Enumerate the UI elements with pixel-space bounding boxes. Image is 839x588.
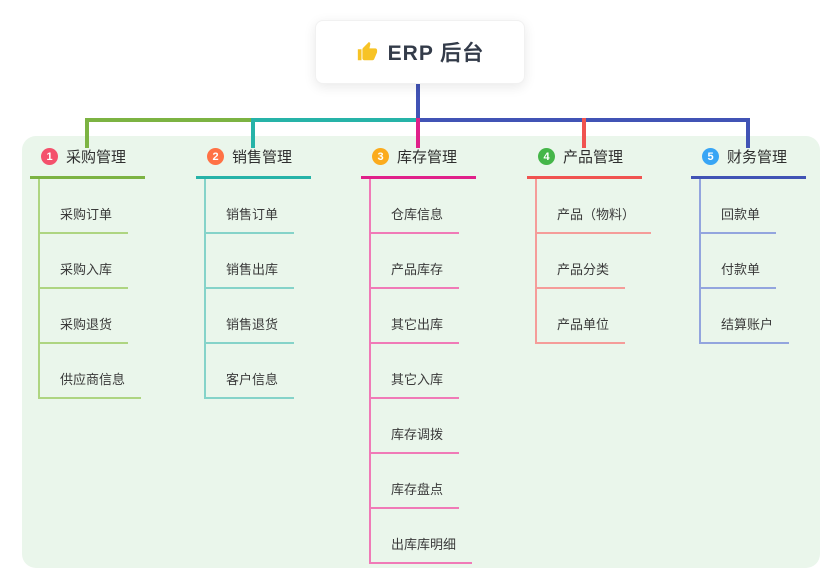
branch-number-badge: 1 — [41, 148, 58, 165]
item-label: 其它出库 — [369, 314, 460, 344]
branch-3-item-4[interactable]: 其它入库 — [369, 344, 521, 399]
item-label: 供应商信息 — [38, 369, 142, 399]
branch-5-header[interactable]: 5 财务管理 — [691, 146, 806, 179]
branch-label: 销售管理 — [232, 149, 293, 166]
branch-1-item-2[interactable]: 采购入库 — [38, 234, 190, 289]
branch-1-item-3[interactable]: 采购退货 — [38, 289, 190, 344]
item-label: 客户信息 — [204, 369, 295, 399]
item-label: 产品分类 — [535, 259, 626, 289]
branch-4-header[interactable]: 4 产品管理 — [527, 146, 642, 179]
branch-items: 回款单付款单结算账户 — [699, 179, 839, 344]
root-title: ERP 后台 — [387, 42, 485, 65]
thumbs-up-icon — [356, 41, 378, 63]
branch-4: 4 产品管理 产品（物料） 产品分类产品单位 — [527, 146, 687, 344]
branch-2-item-4[interactable]: 客户信息 — [204, 344, 356, 399]
branch-items: 仓库信息产品库存其它出库其它入库库存调拨库存盘点出库库明细 — [369, 179, 521, 564]
branch-5-item-1[interactable]: 回款单 — [699, 179, 839, 234]
item-label: 付款单 — [699, 259, 777, 289]
branch-label: 库存管理 — [397, 149, 458, 166]
branch-items-connector — [204, 179, 206, 399]
branch-4-item-3[interactable]: 产品单位 — [535, 289, 687, 344]
item-label: 采购退货 — [38, 314, 129, 344]
root-node[interactable]: ERP 后台 — [315, 20, 525, 84]
branch-items-connector — [369, 179, 371, 564]
branch-5-item-2[interactable]: 付款单 — [699, 234, 839, 289]
branch-1-item-1[interactable]: 采购订单 — [38, 179, 190, 234]
item-label: 产品单位 — [535, 314, 626, 344]
branch-items: 销售订单销售出库销售退货客户信息 — [204, 179, 356, 399]
branch-2-item-3[interactable]: 销售退货 — [204, 289, 356, 344]
branch-items-connector — [38, 179, 40, 399]
branch-5: 5 财务管理 回款单付款单结算账户 — [691, 146, 839, 344]
branch-2-connector — [251, 118, 255, 148]
item-label: 销售退货 — [204, 314, 295, 344]
bus-segment-mid — [253, 118, 416, 122]
branch-3-item-2[interactable]: 产品库存 — [369, 234, 521, 289]
item-label: 仓库信息 — [369, 204, 460, 234]
branch-1: 1 采购管理 采购订单采购入库采购退货供应商信息 — [30, 146, 190, 399]
branches-panel — [22, 136, 820, 568]
branch-items-connector — [699, 179, 701, 344]
branch-3-header[interactable]: 3 库存管理 — [361, 146, 476, 179]
item-label: 产品（物料） — [535, 204, 652, 234]
item-label: 结算账户 — [699, 314, 790, 344]
branch-label: 采购管理 — [66, 149, 127, 166]
item-label: 采购订单 — [38, 204, 129, 234]
branch-1-header[interactable]: 1 采购管理 — [30, 146, 145, 179]
branch-2-header[interactable]: 2 销售管理 — [196, 146, 311, 179]
branch-4-item-1[interactable]: 产品（物料） — [535, 179, 687, 234]
branch-3-item-7[interactable]: 出库库明细 — [369, 509, 521, 564]
branch-2-item-2[interactable]: 销售出库 — [204, 234, 356, 289]
item-label: 销售出库 — [204, 259, 295, 289]
item-label: 销售订单 — [204, 204, 295, 234]
branch-2: 2 销售管理 销售订单销售出库销售退货客户信息 — [196, 146, 356, 399]
branch-3-item-3[interactable]: 其它出库 — [369, 289, 521, 344]
branch-items-connector — [535, 179, 537, 344]
branch-label: 财务管理 — [727, 149, 788, 166]
branch-4-item-2[interactable]: 产品分类 — [535, 234, 687, 289]
bus-segment-left — [85, 118, 253, 122]
branch-3-item-5[interactable]: 库存调拨 — [369, 399, 521, 454]
branch-4-connector — [582, 118, 586, 148]
branch-number-badge: 3 — [372, 148, 389, 165]
branch-number-badge: 2 — [207, 148, 224, 165]
item-label: 回款单 — [699, 204, 777, 234]
branch-3: 3 库存管理 仓库信息产品库存其它出库其它入库库存调拨库存盘点出库库明细 — [361, 146, 521, 564]
branch-3-connector — [416, 118, 420, 148]
branch-5-item-3[interactable]: 结算账户 — [699, 289, 839, 344]
branch-2-item-1[interactable]: 销售订单 — [204, 179, 356, 234]
branch-label: 产品管理 — [563, 149, 624, 166]
item-label: 产品库存 — [369, 259, 460, 289]
branch-5-connector — [746, 118, 750, 148]
item-label: 其它入库 — [369, 369, 460, 399]
item-label: 库存盘点 — [369, 479, 460, 509]
trunk-connector — [416, 82, 420, 122]
branch-number-badge: 5 — [702, 148, 719, 165]
item-label: 采购入库 — [38, 259, 129, 289]
branch-number-badge: 4 — [538, 148, 555, 165]
item-label: 出库库明细 — [369, 534, 473, 564]
branch-items: 采购订单采购入库采购退货供应商信息 — [38, 179, 190, 399]
branch-items: 产品（物料） 产品分类产品单位 — [535, 179, 687, 344]
branch-1-connector — [85, 118, 89, 148]
item-label: 库存调拨 — [369, 424, 460, 454]
branch-3-item-6[interactable]: 库存盘点 — [369, 454, 521, 509]
branch-3-item-1[interactable]: 仓库信息 — [369, 179, 521, 234]
branch-1-item-4[interactable]: 供应商信息 — [38, 344, 190, 399]
